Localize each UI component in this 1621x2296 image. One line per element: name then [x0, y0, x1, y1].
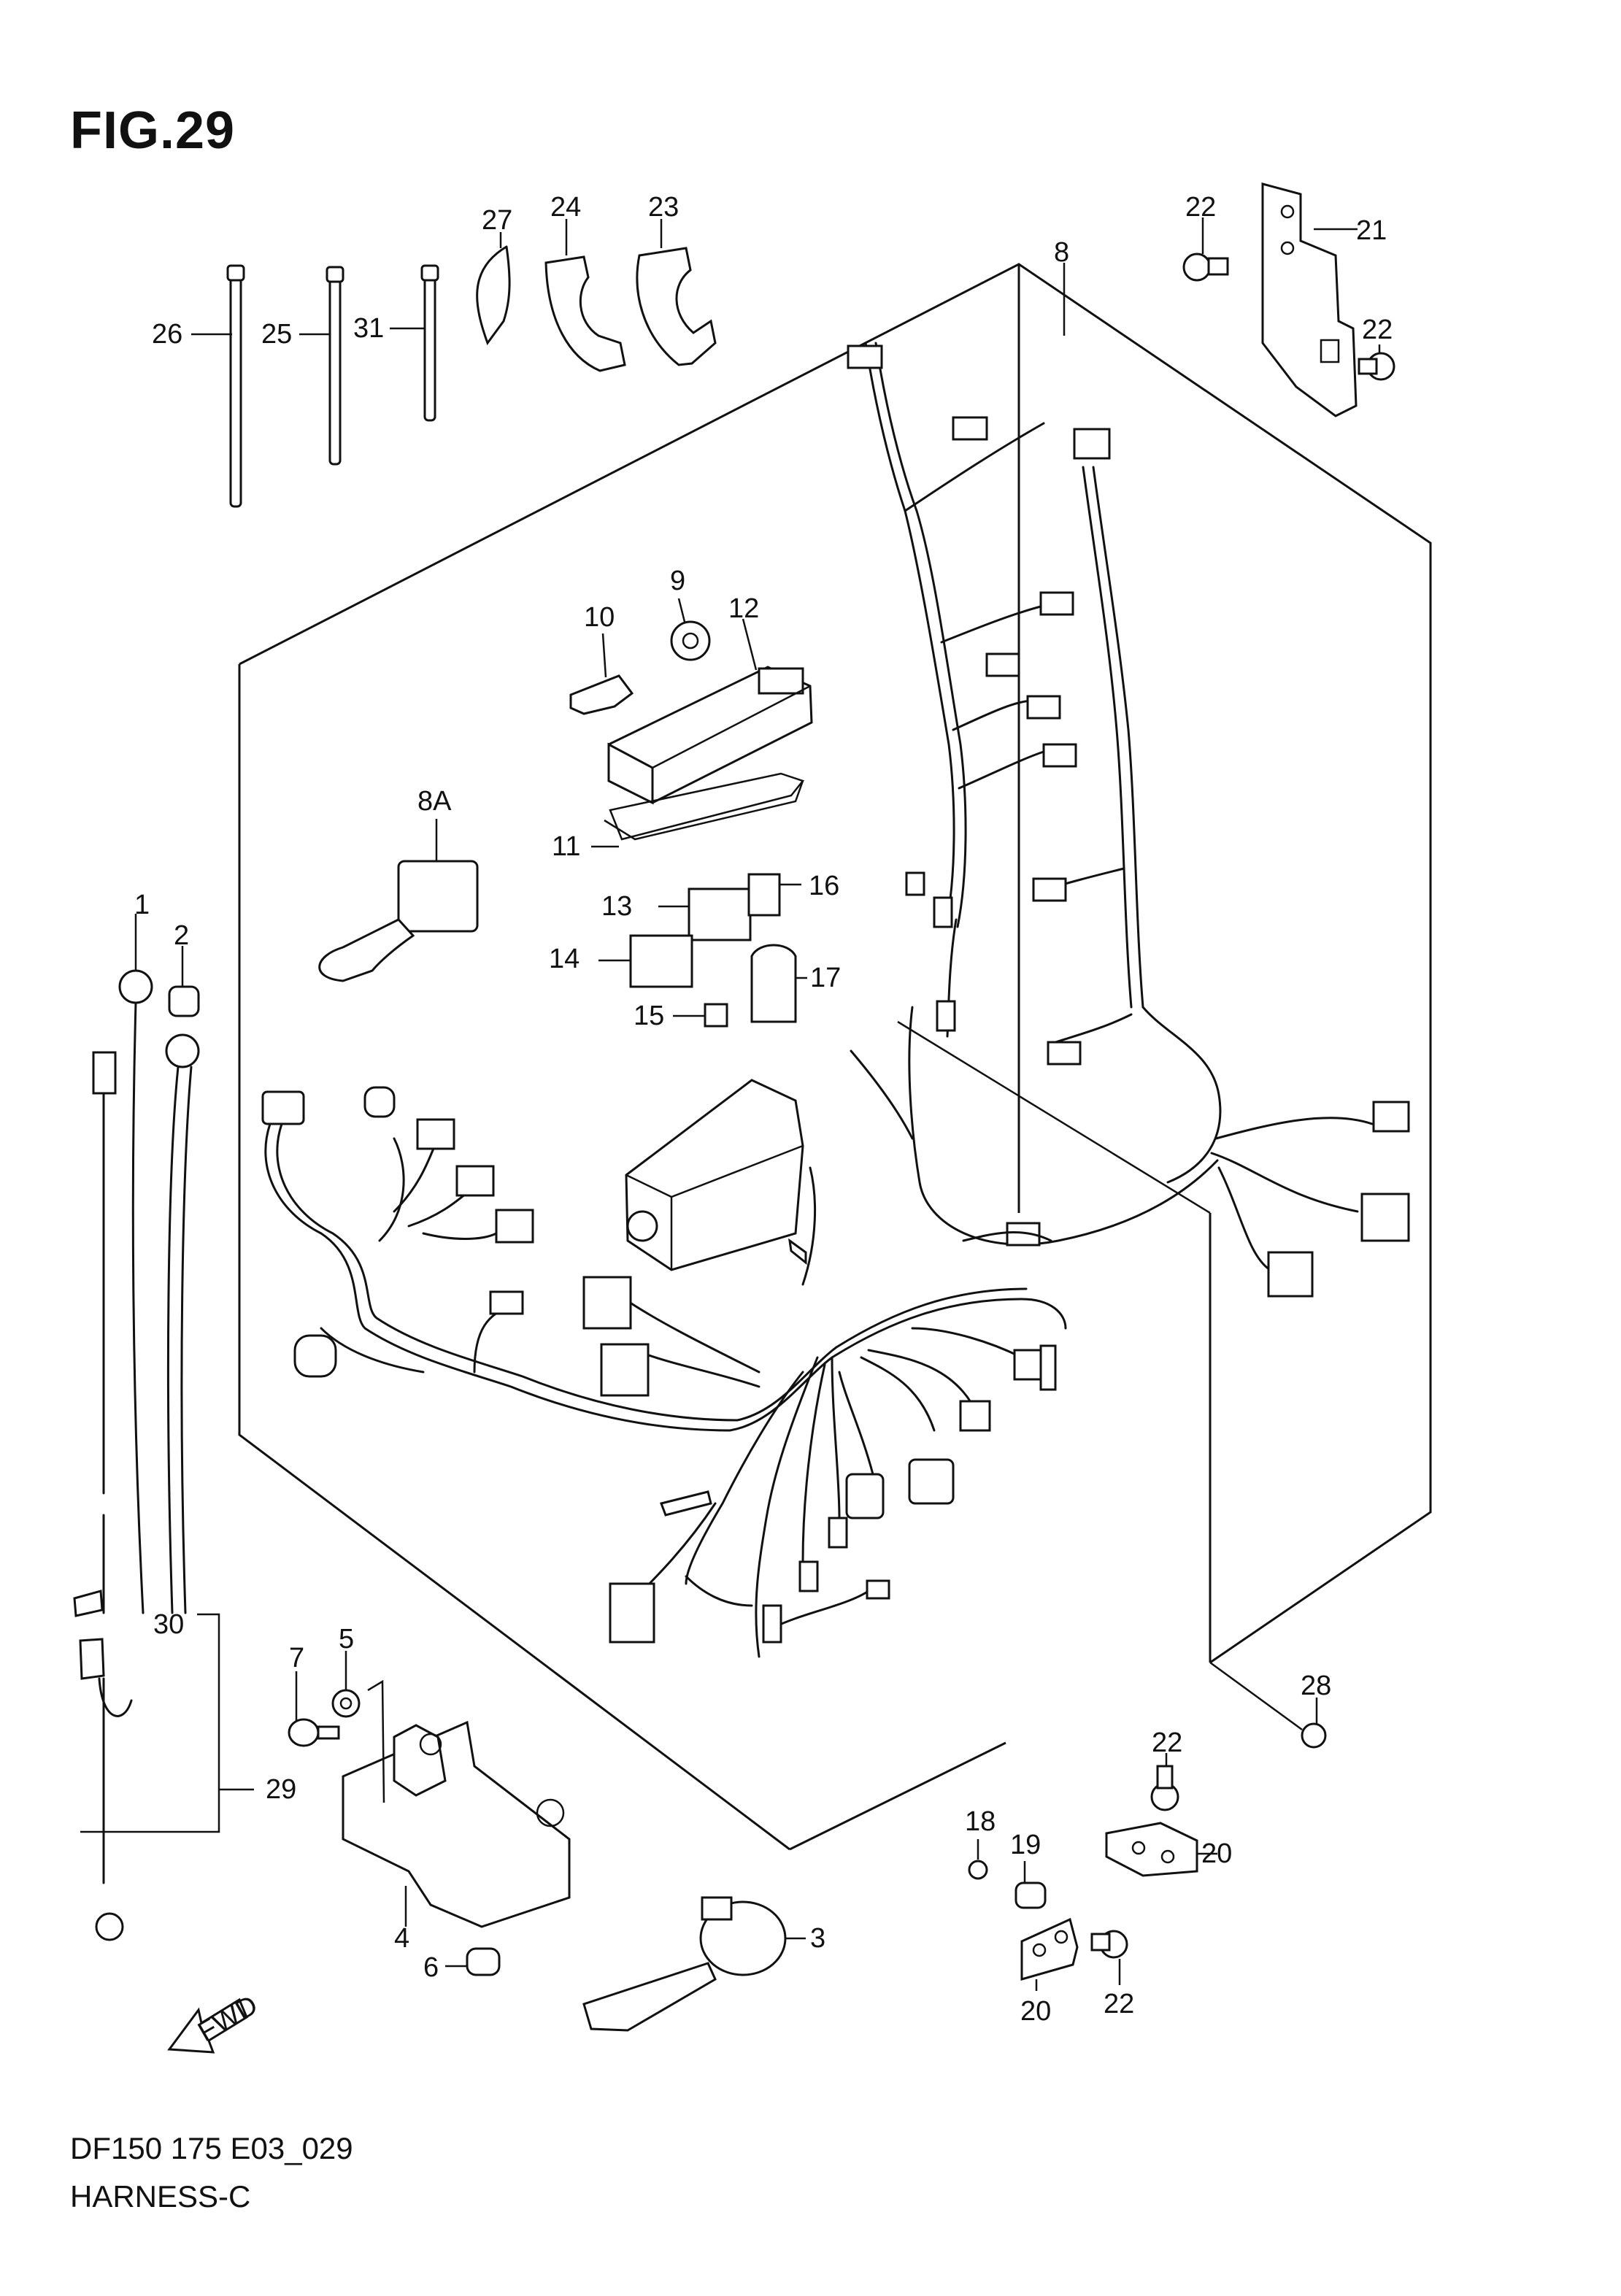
washer-18	[968, 1839, 988, 1880]
figure-title: FIG.29	[70, 101, 236, 160]
callout-4: 4	[394, 1923, 409, 1954]
cable-tie-31	[420, 264, 439, 422]
callout-18: 18	[965, 1806, 996, 1837]
cap-8a	[318, 819, 479, 982]
callout-26: 26	[152, 319, 182, 350]
bolt-28	[1209, 1661, 1327, 1749]
bracket-20-upper	[1105, 1822, 1217, 1877]
harness-8-guideline	[897, 1020, 1211, 1214]
bolt-22-bottom	[1090, 1930, 1128, 1985]
callout-labels: 1 2 3 4 5 6 7 8 8A 9 10 11 12 13 14 15 1…	[134, 192, 1393, 2027]
leader-lines-top-left	[191, 327, 425, 336]
cover-17	[750, 944, 807, 1023]
fuse-15	[673, 1003, 728, 1028]
grommet-9	[670, 598, 711, 661]
callout-28: 28	[1301, 1671, 1331, 1701]
cable-29	[73, 1051, 254, 1941]
callout-6: 6	[423, 1952, 439, 1983]
callout-10: 10	[584, 602, 615, 633]
callout-22-bottom: 22	[1104, 1989, 1134, 2019]
callout-11: 11	[552, 831, 580, 862]
callout-13: 13	[601, 891, 632, 922]
bracket-21	[1261, 182, 1358, 417]
callout-3: 3	[810, 1923, 825, 1954]
callout-30: 30	[153, 1609, 184, 1640]
wire-harness-left	[261, 1079, 1067, 1658]
callout-21: 21	[1356, 215, 1387, 246]
callout-14: 14	[549, 944, 580, 974]
callout-2: 2	[174, 920, 189, 951]
figure-name: HARNESS-C	[70, 2179, 251, 2214]
nut-2	[168, 946, 200, 1017]
wire-harness-8	[847, 342, 1410, 1298]
callout-22-lower: 22	[1152, 1727, 1182, 1758]
callout-16: 16	[809, 871, 839, 901]
callout-24: 24	[550, 192, 581, 223]
callout-15: 15	[634, 1001, 664, 1031]
fwd-label: FWD	[193, 1989, 263, 2048]
collar-19	[1014, 1861, 1047, 1909]
gasket-11	[591, 780, 804, 848]
callout-5: 5	[339, 1624, 354, 1654]
callout-22-right: 22	[1362, 315, 1393, 345]
buzzer-3	[582, 1896, 806, 2032]
clip-27	[476, 232, 511, 346]
callout-23: 23	[648, 192, 679, 223]
grommet-6	[445, 1947, 501, 1976]
relay-13	[658, 887, 752, 941]
callout-12: 12	[728, 593, 759, 624]
bolt-22-top	[1182, 217, 1229, 282]
clip-10	[569, 633, 634, 715]
relay-14	[598, 934, 693, 988]
callout-29: 29	[266, 1774, 296, 1805]
callout-1: 1	[134, 890, 150, 920]
fuse-holder-16	[747, 873, 801, 917]
cable-tie-26	[226, 264, 245, 508]
cable-tie-25	[326, 266, 344, 466]
fwd-arrow: FWD	[167, 1989, 263, 2054]
callout-17: 17	[810, 963, 841, 993]
callout-27: 27	[482, 205, 512, 236]
figure-code: DF150 175 E03_029	[70, 2131, 353, 2165]
callout-20-upper: 20	[1201, 1838, 1232, 1869]
bolt-7	[288, 1671, 340, 1747]
washer-5	[331, 1651, 385, 1803]
battery-cable-1	[118, 914, 200, 1614]
callout-8: 8	[1054, 237, 1069, 268]
callout-20-lower: 20	[1020, 1996, 1051, 2027]
callout-8a: 8A	[417, 786, 452, 817]
callout-31: 31	[353, 313, 384, 344]
assembly-outline	[238, 263, 1432, 1851]
callout-22-top: 22	[1185, 192, 1216, 223]
callout-9: 9	[670, 566, 685, 596]
bracket-4	[342, 1720, 571, 1928]
relay-box-12	[607, 618, 813, 841]
clamp-24	[544, 219, 626, 372]
callout-19: 19	[1010, 1830, 1041, 1860]
bracket-20-lower	[1020, 1917, 1079, 1991]
callout-25: 25	[261, 319, 292, 350]
callout-7: 7	[289, 1643, 304, 1673]
bolt-22-lower	[1150, 1753, 1179, 1811]
clamp-23	[636, 219, 717, 366]
bolt-22-right	[1358, 344, 1395, 381]
